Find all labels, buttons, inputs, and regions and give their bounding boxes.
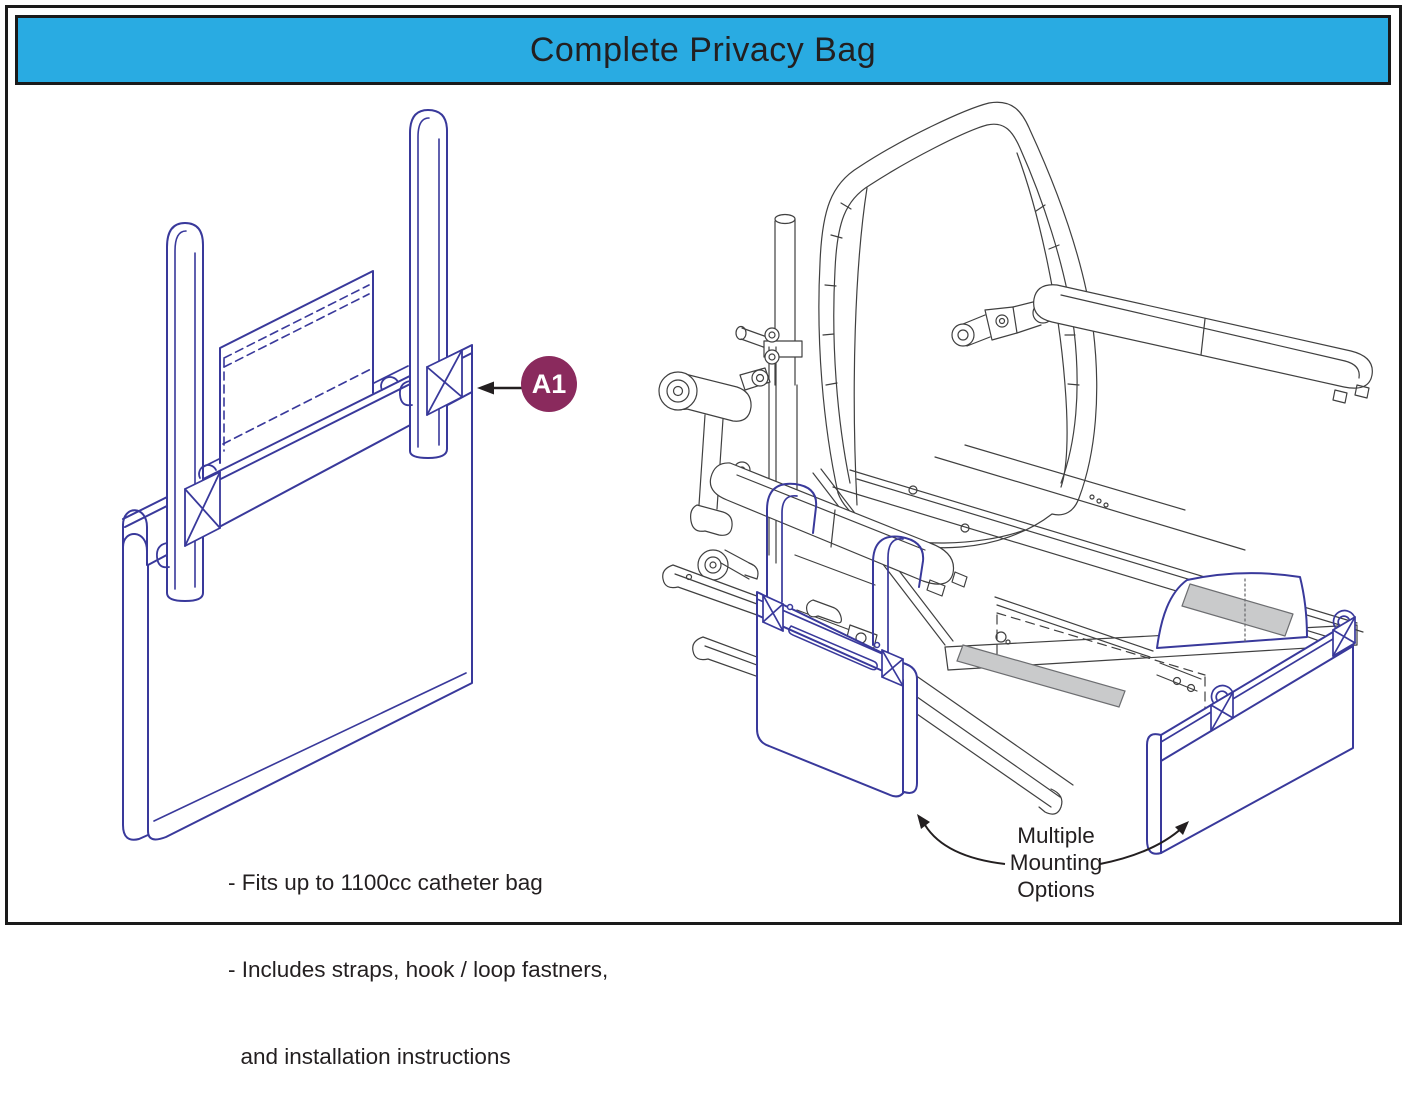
mounting-arrow-left: [917, 814, 1006, 865]
bag-flap-right: [1156, 572, 1308, 649]
bag-clip: [1210, 684, 1234, 732]
catalog-page: { "header": { "title": "Complete Privacy…: [5, 5, 1402, 1069]
mounted-bag-left: [756, 482, 925, 798]
bag-strap-left: [156, 222, 204, 602]
strap-buckle-right: [426, 349, 463, 416]
mounting-label-line: Options: [1017, 877, 1095, 902]
strap-buckle-left-bag: [881, 649, 904, 687]
d-ring-tab: [380, 376, 399, 391]
strap-buckle-left-bag: [762, 594, 784, 632]
a1-callout-label: A1: [531, 368, 567, 399]
feature-list: - Fits up to 1100cc catheter bag - Inclu…: [228, 810, 608, 1100]
armrest-right: [951, 284, 1373, 404]
bag-flap: [219, 270, 374, 464]
privacy-bag-illustration: [122, 109, 473, 841]
mounting-arrow-right: [1099, 821, 1189, 865]
chair-mounting-illustration: [658, 101, 1373, 865]
bag-body: [122, 344, 473, 841]
strap-buckle-left: [184, 471, 221, 547]
mounted-bag-right: [1146, 609, 1356, 855]
seat-mast: [735, 213, 803, 564]
velcro-strip-flap: [1181, 583, 1294, 637]
bag-clip: [1332, 609, 1356, 657]
page-title: Complete Privacy Bag: [529, 30, 877, 69]
title-bar: Complete Privacy Bag: [15, 15, 1391, 85]
d-ring-tab: [198, 464, 217, 479]
page-border: [5, 5, 1402, 925]
feature-line: - Includes straps, hook / loop fastners,: [228, 957, 609, 982]
hidden-mount-outline: [996, 612, 1206, 726]
bag-strap-over-armrest: [766, 482, 818, 603]
a1-callout-arrow: [477, 381, 524, 395]
velcro-strip-pan: [956, 644, 1126, 708]
mounting-options-label: Multiple Mounting Options: [975, 822, 1137, 903]
mounting-label-line: Multiple: [1017, 823, 1095, 848]
mounting-label-line: Mounting: [1009, 850, 1103, 875]
bag-strap-over-armrest: [872, 535, 925, 653]
feature-line: and installation instructions: [228, 1044, 511, 1069]
a1-callout-badge: A1: [521, 356, 577, 412]
feature-line: - Fits up to 1100cc catheter bag: [228, 870, 543, 895]
